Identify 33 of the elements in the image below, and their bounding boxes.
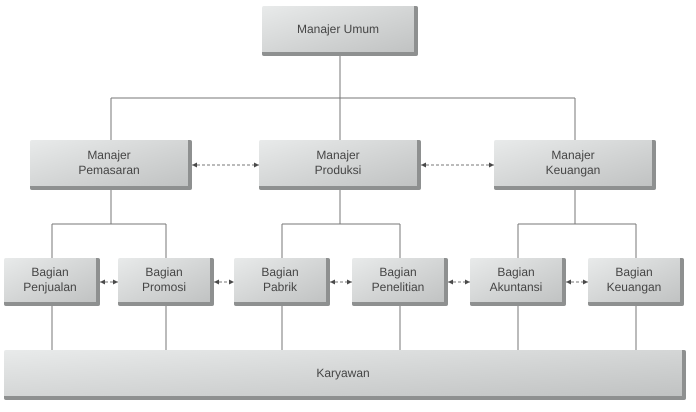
department-box xyxy=(234,258,330,306)
position-title: Bagian Penelitian xyxy=(370,265,426,295)
department-box xyxy=(470,258,566,306)
connector-line xyxy=(282,190,400,258)
double-arrow xyxy=(192,162,260,168)
connector-line xyxy=(110,56,576,140)
department-box xyxy=(4,258,100,306)
double-arrow xyxy=(214,280,234,284)
double-arrow xyxy=(448,280,470,284)
double-arrow xyxy=(100,280,118,284)
staff-bar xyxy=(4,350,686,400)
department-box xyxy=(118,258,214,306)
connector-line xyxy=(52,190,166,258)
position-box xyxy=(494,140,656,190)
position-box xyxy=(30,140,192,190)
double-arrow xyxy=(330,280,352,284)
position-title: Bagian Keuangan xyxy=(606,265,662,295)
position-title: Manajer Umum xyxy=(296,22,380,36)
position-box xyxy=(262,6,418,56)
position-title: Bagian Akuntansi xyxy=(488,265,544,295)
position-title: Bagian Promosi xyxy=(140,265,187,295)
double-arrow xyxy=(566,280,588,284)
position-title: Karyawan xyxy=(316,366,370,380)
position-title: Manajer Pemasaran xyxy=(77,148,141,178)
position-box xyxy=(259,140,421,190)
position-title: Manajer Keuangan xyxy=(544,148,602,178)
connector-line xyxy=(518,190,636,258)
department-box xyxy=(588,258,684,306)
department-box xyxy=(352,258,448,306)
double-arrow xyxy=(420,162,494,168)
position-title: Bagian Pabrik xyxy=(260,265,300,295)
position-title: Bagian Penjualan xyxy=(22,265,78,295)
position-title: Manajer Produksi xyxy=(314,148,362,178)
